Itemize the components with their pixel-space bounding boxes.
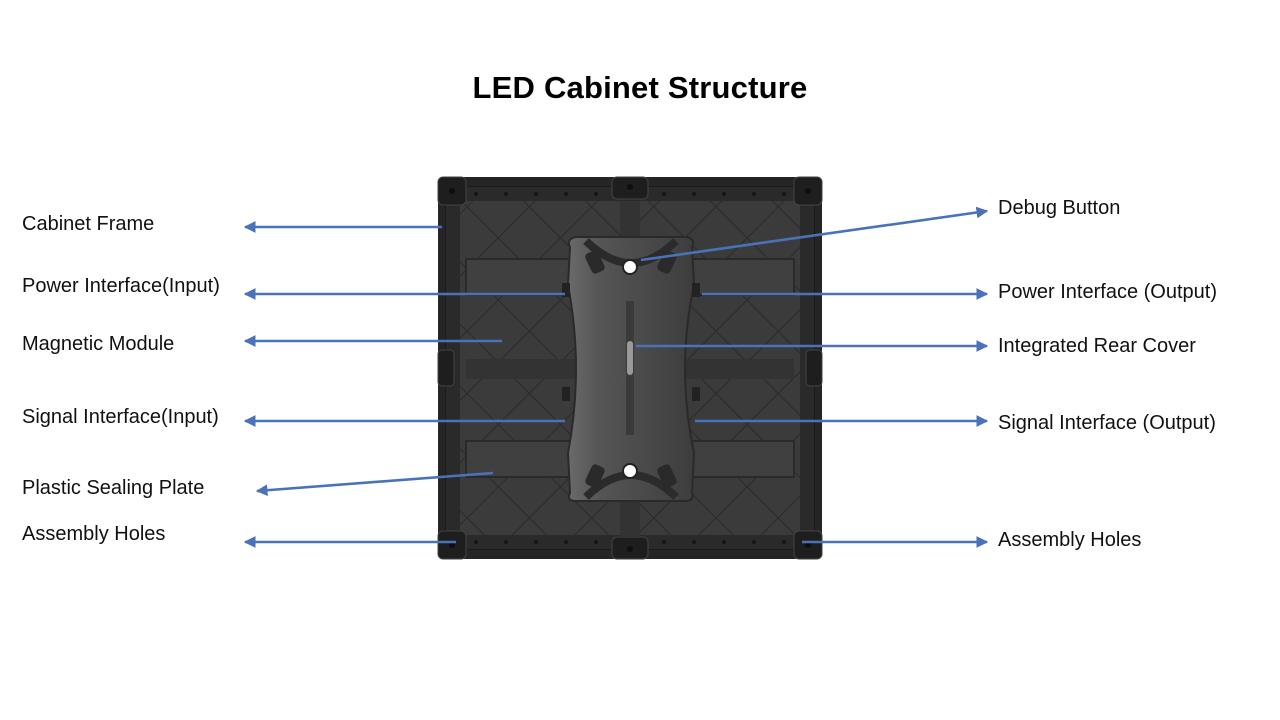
label-debug-button: Debug Button xyxy=(998,197,1121,219)
label-integrated-rear-cover: Integrated Rear Cover xyxy=(998,335,1196,357)
label-power-interface-input: Power Interface(Input) xyxy=(22,275,220,297)
label-plastic-sealing-plate: Plastic Sealing Plate xyxy=(22,477,205,499)
label-assembly-holes-right: Assembly Holes xyxy=(998,529,1142,551)
label-power-interface-output: Power Interface (Output) xyxy=(998,281,1217,303)
label-assembly-holes-left: Assembly Holes xyxy=(22,523,166,545)
label-signal-interface-output: Signal Interface (Output) xyxy=(998,412,1216,434)
label-signal-interface-input: Signal Interface(Input) xyxy=(22,406,219,428)
label-cabinet-frame: Cabinet Frame xyxy=(22,213,155,235)
diagram-title: LED Cabinet Structure xyxy=(472,70,808,105)
label-magnetic-module: Magnetic Module xyxy=(22,333,175,355)
arrow-debug-button xyxy=(640,206,989,262)
arrow-sealing-plate xyxy=(255,471,494,497)
led-cabinet-image xyxy=(437,176,823,560)
